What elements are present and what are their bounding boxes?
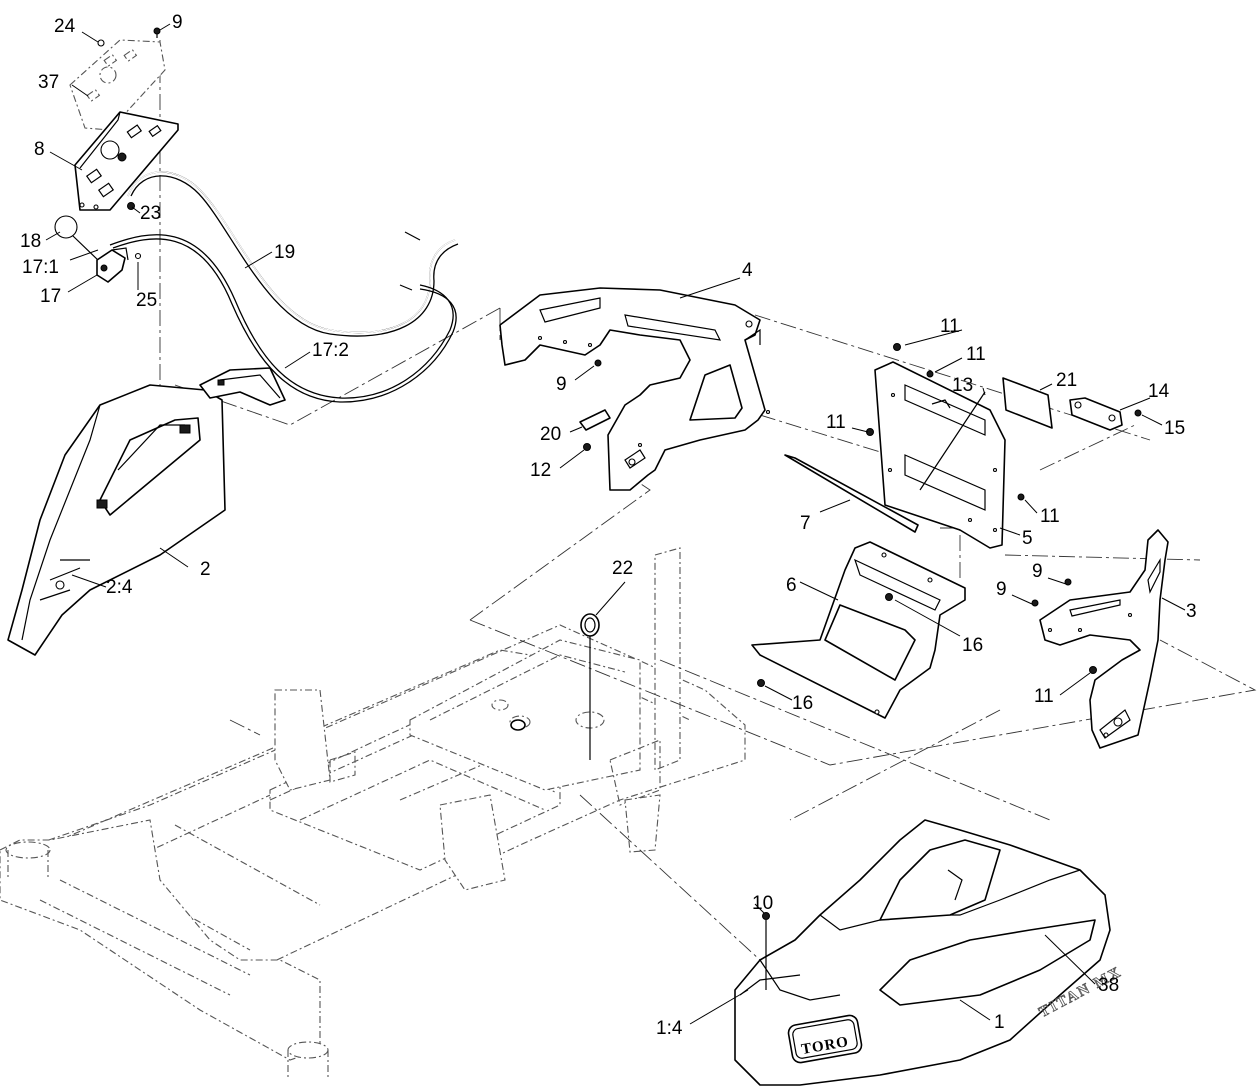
callout-8: 8: [34, 139, 45, 160]
cables: [109, 171, 459, 403]
callout-7: 7: [800, 513, 811, 534]
control-panel-ghost: [69, 39, 166, 131]
decal-part-21: [1002, 377, 1053, 429]
callout-15: 15: [1164, 418, 1185, 439]
callout-4: 4: [742, 260, 753, 281]
callout-6: 6: [786, 575, 797, 596]
callout-2: 2: [200, 559, 211, 580]
callout-17: 17: [40, 286, 61, 307]
callout-11e: 11: [1034, 686, 1054, 707]
callout-1-4: 1:4: [656, 1018, 683, 1039]
callout-23: 23: [140, 203, 161, 224]
callout-9d: 9: [996, 579, 1007, 600]
callout-11b: 11: [966, 344, 986, 365]
right-bracket-part-3: [1031, 529, 1169, 749]
left-pod-part-2: [7, 367, 286, 656]
leader-lines: [45, 23, 1186, 1025]
callout-25: 25: [136, 290, 157, 311]
callout-9: 9: [172, 12, 183, 33]
callout-37: 37: [38, 72, 59, 93]
callout-5: 5: [1022, 528, 1033, 549]
hardware-bracket-4: [579, 359, 611, 451]
filler-cap-part-22: [510, 613, 600, 760]
callout-11d: 11: [1040, 506, 1060, 527]
front-pod-part-1: TORO: [734, 819, 1111, 1086]
callout-17-1: 17:1: [22, 257, 59, 278]
callout-21: 21: [1056, 370, 1077, 391]
callout-18: 18: [20, 231, 41, 252]
callout-17-2: 17:2: [312, 340, 349, 361]
callout-labels: 24 9 37 8 23 18 17:1 17 25 19 17:2 4 9 2…: [20, 12, 1197, 1039]
callout-11a: 11: [940, 316, 960, 337]
callout-38: 38: [1098, 975, 1119, 996]
hardware-panel-5: [866, 343, 1025, 501]
strip-part-7: [784, 454, 919, 533]
callout-2-4: 2:4: [106, 577, 133, 598]
callout-16a: 16: [962, 635, 983, 656]
callout-13: 13: [952, 375, 973, 396]
callout-19: 19: [274, 242, 295, 263]
control-panel: [74, 111, 179, 211]
bracket-part-14: [1069, 397, 1142, 431]
upper-bracket-part-4: [499, 287, 771, 491]
callout-9c: 9: [1032, 561, 1043, 582]
phantom-frame: [0, 547, 746, 1080]
tray-part-6: [751, 541, 966, 719]
callout-11c: 11: [826, 412, 846, 433]
toro-logo: TORO: [787, 1014, 863, 1064]
throttle-lever: [54, 215, 129, 283]
callout-3: 3: [1186, 601, 1197, 622]
hardware-small: [97, 27, 161, 260]
rear-panel-part-5: [874, 361, 1006, 549]
callout-22: 22: [612, 558, 633, 579]
callout-12: 12: [530, 460, 551, 481]
callout-1: 1: [994, 1012, 1005, 1033]
callout-14: 14: [1148, 381, 1170, 402]
callout-9b: 9: [556, 374, 567, 395]
callout-20: 20: [540, 424, 561, 445]
callout-10: 10: [752, 893, 773, 914]
callout-16b: 16: [792, 693, 813, 714]
callout-24: 24: [54, 16, 76, 37]
